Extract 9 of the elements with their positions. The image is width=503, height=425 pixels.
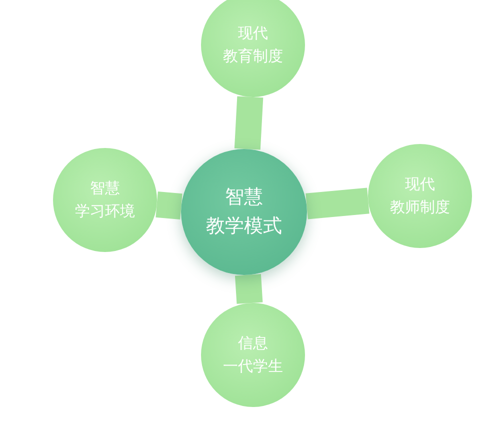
topic-label: 现代教育制度: [223, 22, 283, 67]
topic-label: 智慧学习环境: [75, 178, 135, 222]
connector-bridge: [234, 274, 263, 304]
topic-label: 智慧教学模式: [206, 184, 282, 239]
connector-bridge: [156, 192, 182, 220]
connector-bridge: [306, 188, 370, 220]
topic-label: 现代教师制度: [390, 174, 450, 218]
connector-bridge: [234, 96, 264, 150]
topic-label: 信息一代学生: [223, 332, 283, 377]
